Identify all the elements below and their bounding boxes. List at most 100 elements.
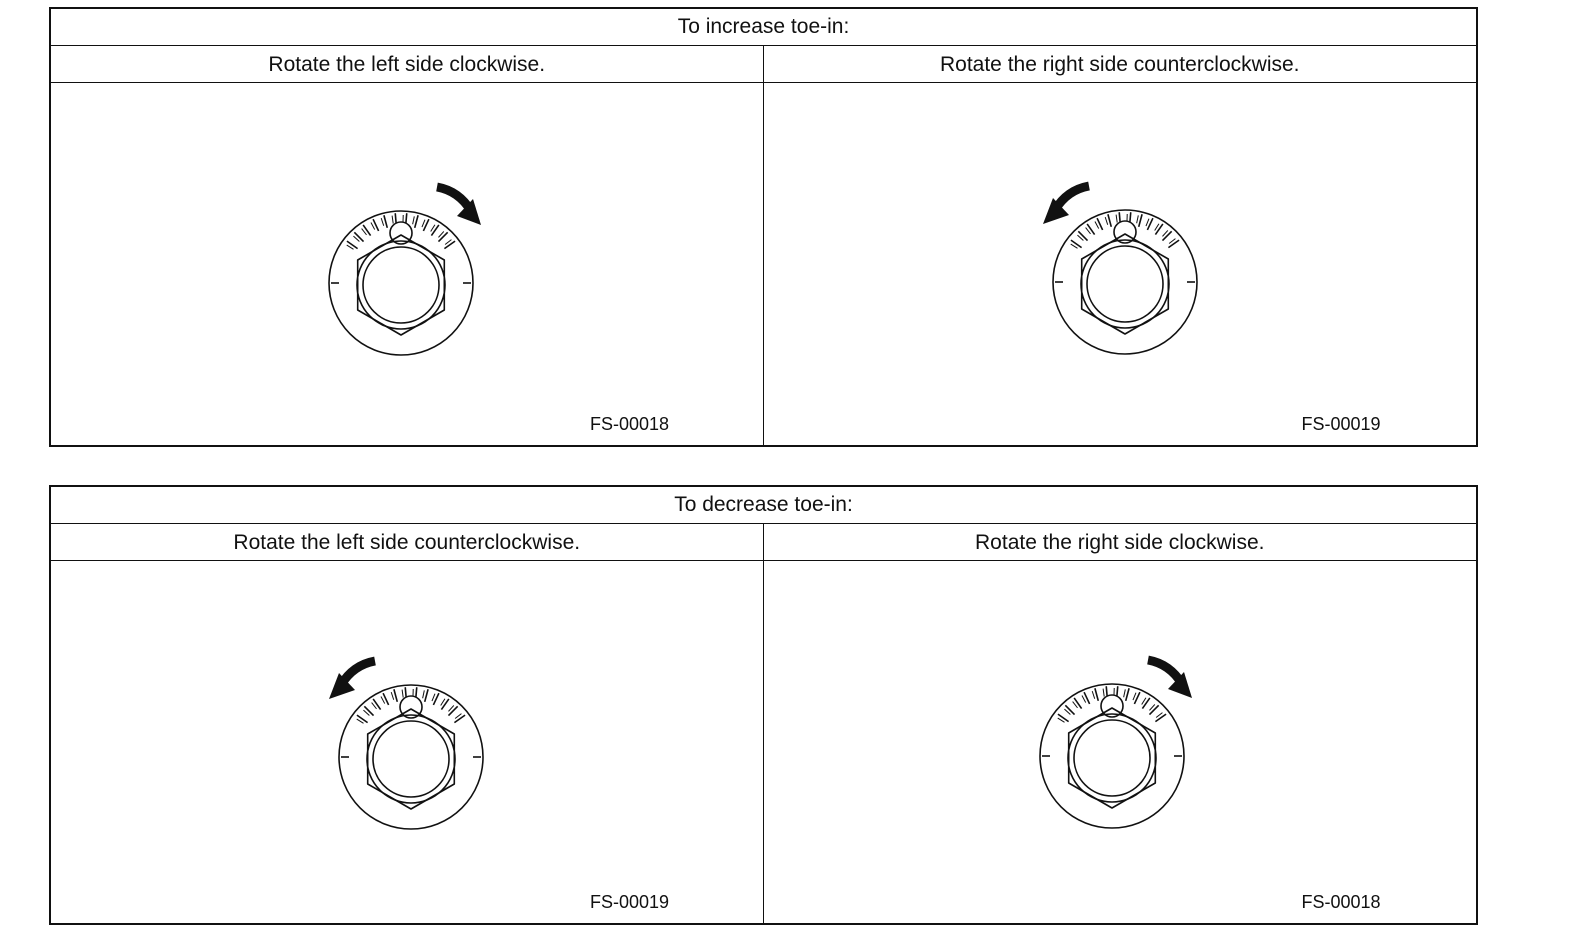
outer-plate — [328, 210, 474, 356]
scale-mark — [1137, 214, 1143, 228]
figure-code: FS-00018 — [1301, 892, 1381, 912]
scale-mark — [1132, 692, 1136, 701]
increase-toe-in-table: To increase toe-in: Rotate the left side… — [49, 7, 1478, 447]
scale-mark — [1093, 688, 1099, 702]
outer-plate — [1051, 209, 1198, 355]
scale-mark — [440, 698, 446, 706]
scale-mark — [1071, 701, 1078, 709]
adjuster-cam-diagram — [1038, 655, 1192, 829]
hex-nut — [366, 708, 456, 810]
scale-mark — [443, 240, 456, 250]
bolt-head — [362, 246, 440, 324]
scale-mark — [362, 224, 372, 237]
scale-mark — [1084, 227, 1091, 235]
scale-mark — [370, 222, 376, 230]
scale-mark — [382, 692, 390, 706]
scale-mark — [1056, 717, 1065, 723]
scale-mark — [430, 224, 436, 232]
hex-nut — [1080, 233, 1169, 335]
hex-nut — [356, 234, 446, 336]
scale-mark — [1102, 688, 1105, 697]
outer-plate — [338, 684, 484, 830]
scale-mark — [346, 240, 359, 250]
scale-mark — [1122, 689, 1126, 698]
scale-mark — [1148, 704, 1159, 716]
scale-mark — [421, 219, 426, 228]
scale-mark — [1077, 230, 1088, 242]
scale-mark — [1153, 223, 1159, 231]
scale-mark — [1154, 223, 1164, 236]
arrow-head — [1167, 672, 1192, 698]
scale-mark — [1082, 691, 1090, 705]
scale-mark — [454, 713, 462, 719]
washer — [1079, 239, 1170, 329]
hex-nut — [1067, 707, 1156, 809]
scale-mark — [430, 224, 440, 237]
washer — [356, 240, 446, 330]
scale-mark — [1072, 697, 1082, 710]
scale-mark — [1168, 238, 1176, 244]
scale-mark — [431, 693, 436, 702]
scale-mark — [371, 702, 377, 710]
scale-mark — [353, 231, 365, 243]
scale-mark — [1133, 691, 1141, 705]
washer — [1066, 713, 1157, 803]
scale-mark — [437, 231, 449, 243]
left-side-figure: FS-00019 — [51, 561, 764, 923]
scale-mark — [1146, 217, 1154, 231]
scale-mark — [1094, 221, 1099, 229]
table-header: To decrease toe-in: — [51, 487, 1476, 524]
arrow-head — [457, 199, 481, 225]
left-side-caption: Rotate the left side counterclockwise. — [51, 524, 764, 561]
scale-mark — [413, 215, 419, 229]
scale-mark — [453, 714, 466, 724]
scale-mark — [1124, 688, 1130, 702]
right-side-figure: FS-00019 — [764, 83, 1477, 445]
scale-mark — [390, 691, 395, 700]
cam-bolt — [1038, 683, 1185, 829]
scale-mark — [372, 218, 380, 232]
scale-mark — [1104, 216, 1108, 225]
scale-mark — [1056, 713, 1069, 723]
scale-mark — [1076, 234, 1084, 241]
scale-mark — [380, 217, 385, 226]
decrease-toe-in-table: To decrease toe-in: Rotate the left side… — [49, 485, 1478, 925]
right-side-caption: Rotate the right side clockwise. — [763, 524, 1476, 561]
scale-mark — [391, 215, 394, 224]
figure-code: FS-00019 — [1301, 414, 1381, 434]
scale-mark — [1106, 214, 1112, 228]
scale-mark — [432, 692, 440, 706]
figure-code: FS-00019 — [590, 892, 670, 912]
bolt-head — [372, 720, 450, 798]
left-side-caption: Rotate the left side clockwise. — [51, 46, 764, 83]
scale-mark — [380, 696, 386, 704]
adjuster-cam-diagram — [329, 656, 484, 830]
scale-mark — [440, 698, 450, 711]
scale-mark — [356, 714, 369, 724]
table-header: To increase toe-in: — [51, 9, 1476, 46]
adjuster-cam-diagram — [1042, 181, 1198, 355]
scale-mark — [448, 705, 455, 712]
scale-mark — [372, 698, 382, 711]
scale-mark — [1155, 712, 1163, 718]
outer-plate — [1038, 683, 1185, 829]
scale-mark — [363, 705, 375, 717]
scale-mark — [1081, 695, 1086, 703]
scale-mark — [1141, 697, 1151, 710]
scale-mark — [447, 705, 459, 717]
scale-mark — [1064, 704, 1075, 716]
scale-mark — [1145, 218, 1149, 227]
scale-mark — [438, 231, 445, 238]
scale-mark — [1069, 239, 1082, 249]
scale-mark — [393, 689, 399, 703]
scale-mark — [423, 689, 429, 703]
scale-mark — [1161, 230, 1172, 242]
cam-bolt — [328, 210, 474, 356]
right-side-figure: FS-00018 — [764, 561, 1477, 923]
cam-bolt — [1051, 209, 1198, 355]
scale-mark — [1154, 713, 1167, 723]
scale-mark — [401, 689, 404, 698]
right-side-caption: Rotate the right side counterclockwise. — [763, 46, 1476, 83]
figure-code: FS-00018 — [590, 414, 670, 434]
cam-bolt — [338, 684, 484, 830]
